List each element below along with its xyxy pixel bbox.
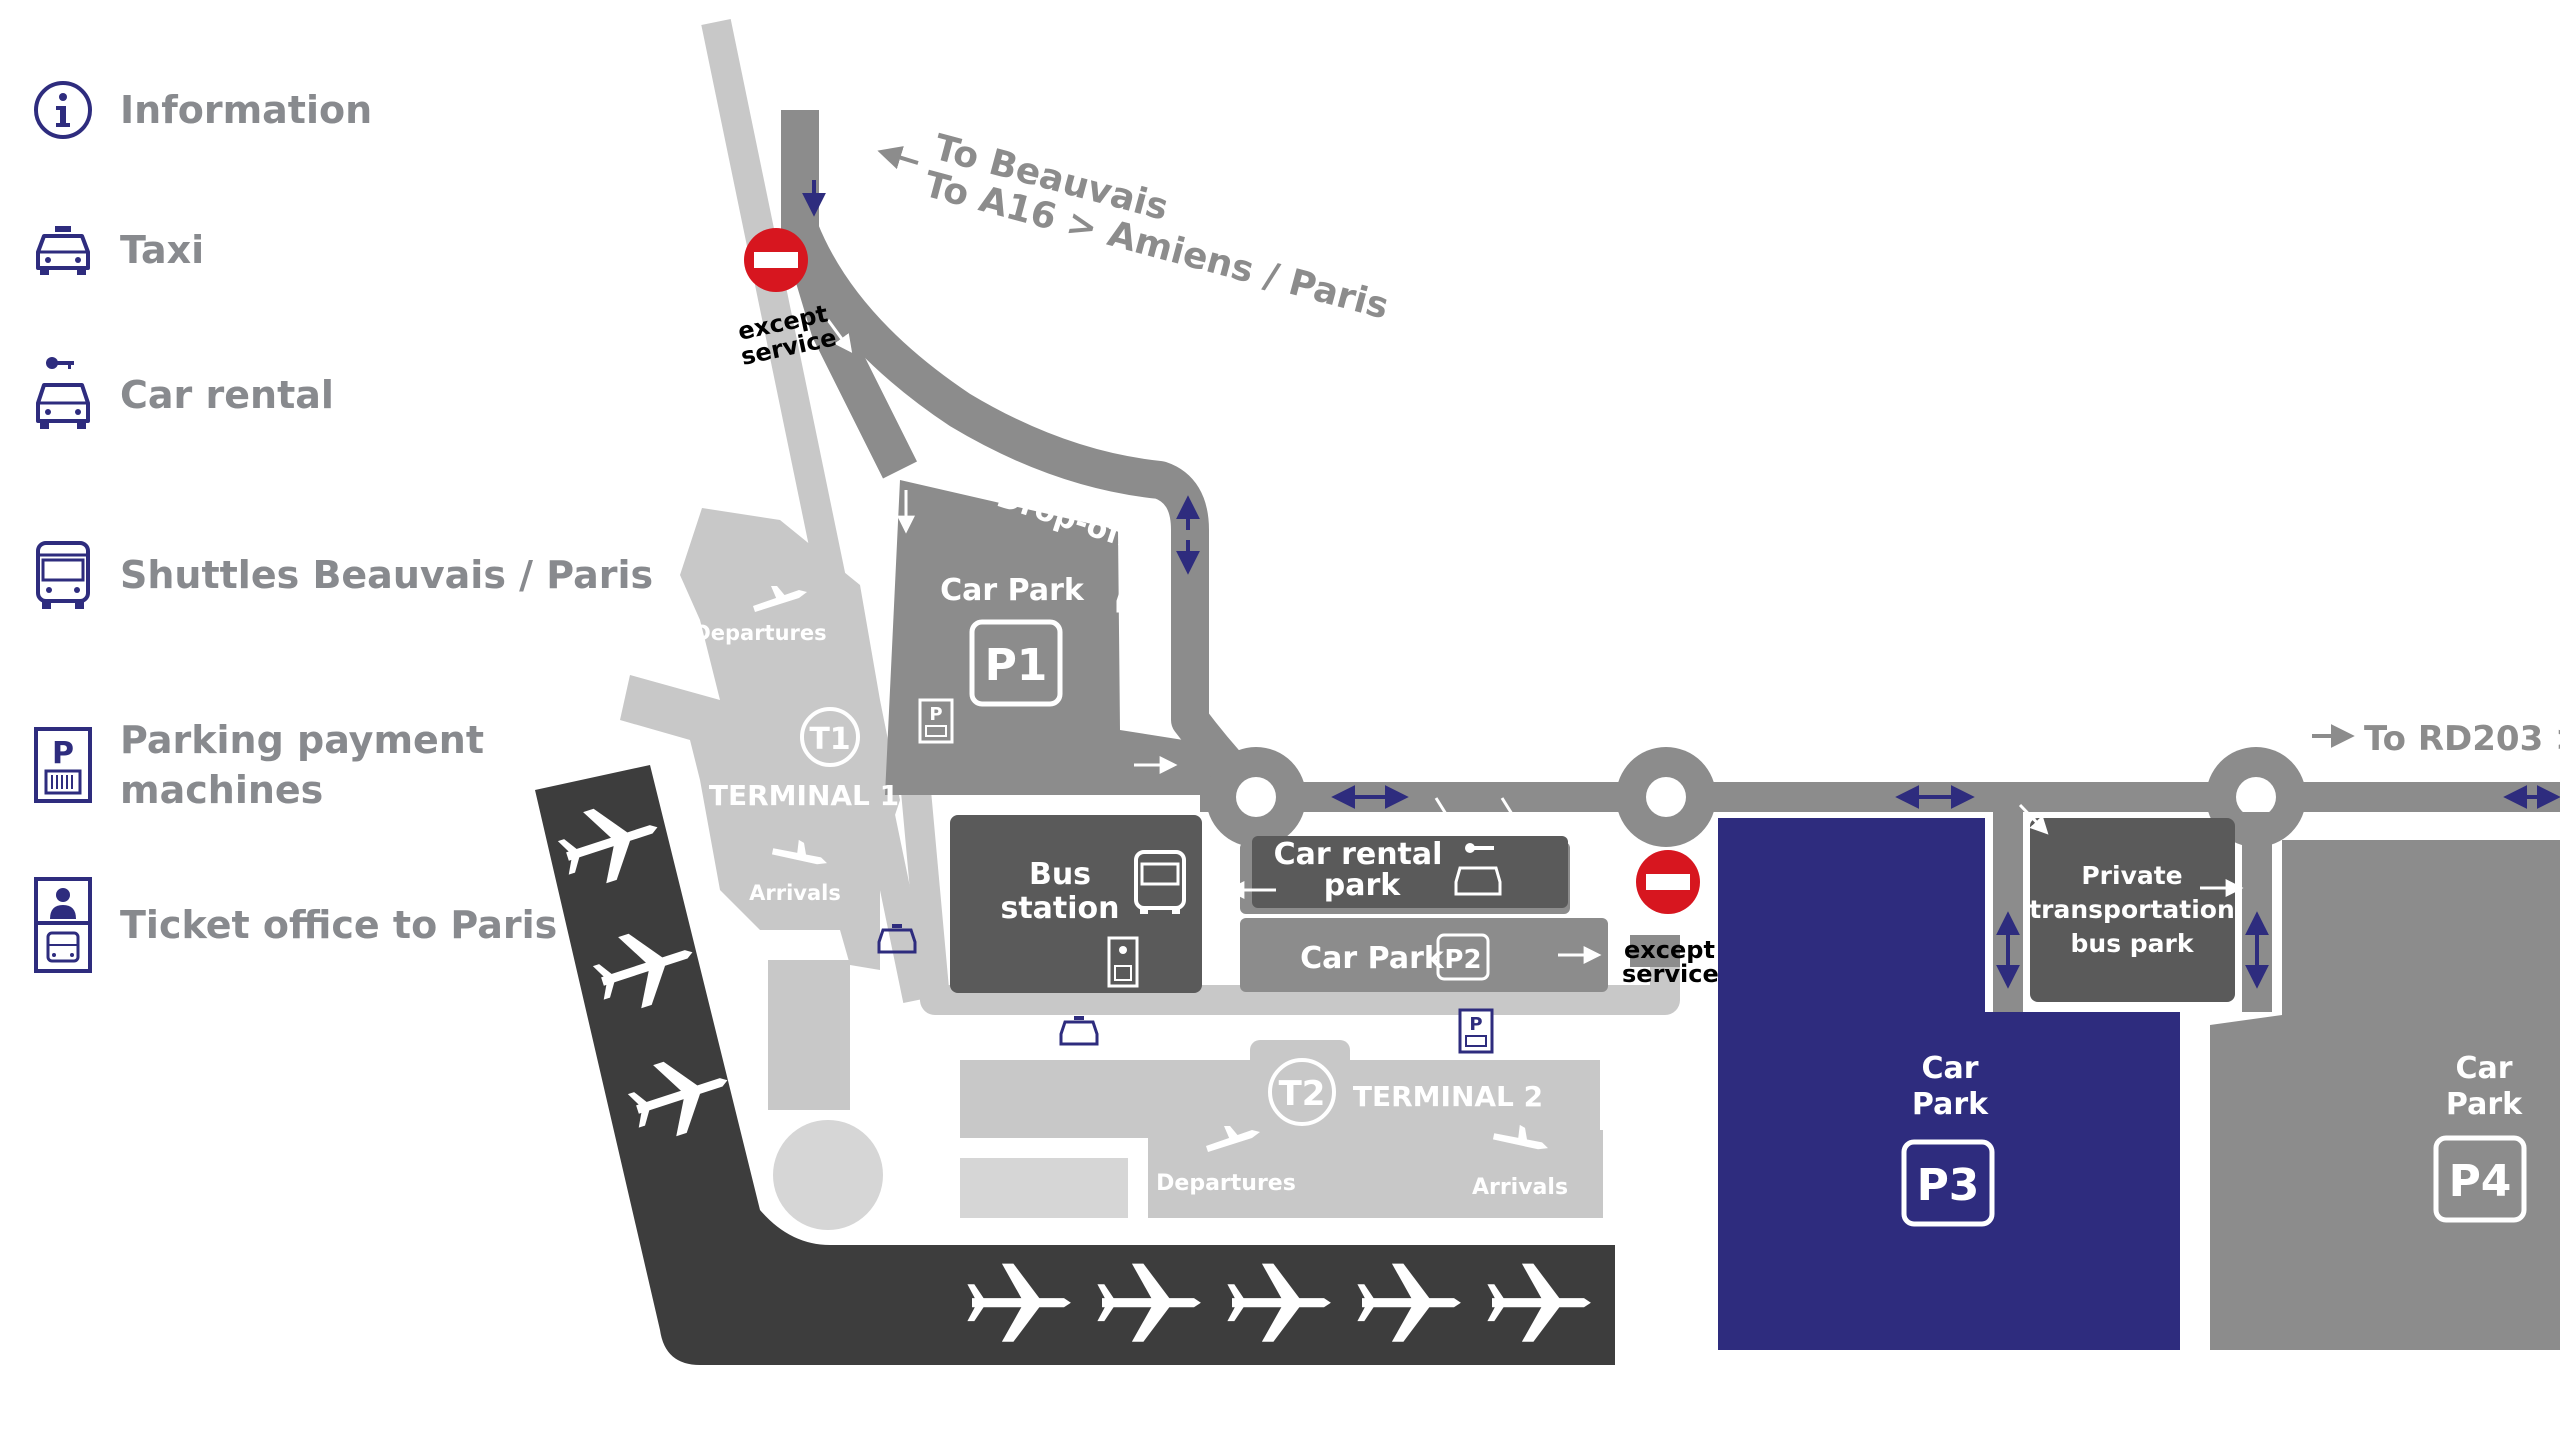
two-way-arrows (802, 180, 2560, 989)
taxi-icon (28, 215, 98, 285)
p4-badge: P4 (2433, 1135, 2527, 1223)
t1-badge: T1 (800, 707, 860, 767)
legend-label-car-rental: Car rental (120, 373, 334, 417)
destination-arrows (877, 146, 2355, 748)
p1-badge: P1 (969, 619, 1063, 707)
private-label: Private (2081, 861, 2182, 890)
car-rental-label: Car rental (1274, 837, 1443, 872)
terminal2-label: TERMINAL 2 (1353, 1080, 1543, 1113)
legend-information: Information (0, 75, 372, 145)
bus-icon (28, 540, 98, 610)
legend-label-information: Information (120, 88, 373, 132)
no-entry-sign-north (744, 228, 808, 292)
ticket-office-icon (28, 877, 98, 973)
station-label: station (1000, 891, 1119, 926)
map-bus-icon (1134, 850, 1186, 914)
p4-label: P4 (2449, 1156, 2512, 1207)
map-pictograms: P P (877, 569, 1502, 1054)
legend-parking-payment: P Parking payment machines (0, 715, 484, 815)
p1-car-park-label: Car Park (940, 573, 1085, 608)
legend-car-rental: Car rental (0, 357, 334, 430)
p3-park-label: Park (1912, 1087, 1989, 1122)
no-entry-sign-east (1636, 850, 1700, 914)
p1-label: P1 (985, 640, 1048, 691)
t2-label: T2 (1279, 1074, 1326, 1114)
p4-car-label: Car (2455, 1051, 2512, 1086)
legend-label-parking-line2: machines (120, 768, 324, 812)
bus-park-label: bus park (2071, 929, 2195, 958)
p2-label: P2 (1444, 945, 1481, 975)
svg-text:P: P (929, 704, 942, 725)
terminal1-area (620, 508, 900, 1230)
car-park-p3-area (1718, 818, 2180, 1350)
map-dropoff-rental-icon (1116, 569, 1160, 613)
main-road (1200, 782, 2560, 812)
t1-arrivals-label: Arrivals (749, 881, 841, 905)
to-rd203-label: To RD203 > (2364, 719, 2560, 759)
map-labels: To Beauvais To A16 > Amiens / Paris To R… (693, 127, 2560, 1200)
bus-label: Bus (1029, 857, 1091, 892)
bus-station-area (950, 815, 1202, 993)
dropoff-road (781, 110, 1269, 809)
terminal1-label: TERMINAL 1 (709, 779, 899, 812)
p4-park-label: Park (2446, 1087, 2523, 1122)
p3-car-label: Car (1921, 1051, 1978, 1086)
legend-shuttles: Shuttles Beauvais / Paris (0, 540, 653, 610)
t1-label: T1 (809, 722, 850, 757)
t1-departures-label: Departures (693, 621, 826, 645)
map-taxi-icon-t1 (877, 924, 917, 954)
except-label-east: except (1624, 936, 1715, 964)
car-park-p2-area (1240, 918, 1608, 992)
map-parking-payment-icon: P (1458, 1008, 1494, 1054)
t2-departures-label: Departures (1156, 1171, 1296, 1196)
legend-taxi: Taxi (0, 215, 204, 285)
t2-arrivals-label: Arrivals (1472, 1175, 1568, 1200)
p3-badge: P3 (1901, 1139, 1995, 1227)
legend-label-parking-payment: Parking payment machines (120, 715, 484, 815)
direction-arrows (826, 319, 2244, 964)
legend-label-ticket-office: Ticket office to Paris (120, 903, 558, 947)
t2-badge: T2 (1268, 1058, 1336, 1126)
legend-ticket-office: Ticket office to Paris (0, 877, 558, 973)
map-taxi-icon-t2 (1059, 1016, 1099, 1046)
map-ticket-office-icon (1107, 936, 1139, 988)
car-rental-park-label: park (1324, 868, 1402, 903)
map-p1-payment-icon: P (918, 698, 954, 744)
legend-label-parking-line1: Parking payment (120, 718, 485, 762)
p2-badge: P2 (1436, 933, 1490, 981)
info-icon (28, 75, 98, 145)
transportation-label: transportation (2029, 895, 2235, 924)
legend-label-taxi: Taxi (120, 228, 205, 272)
private-bus-park-area (2030, 818, 2235, 1002)
svg-text:P: P (1469, 1014, 1482, 1035)
car-rental-icon (28, 357, 98, 430)
p2-car-park-label: Car Park (1300, 941, 1445, 976)
service-label-east: service (1622, 960, 1719, 988)
p3-label: P3 (1917, 1160, 1980, 1211)
map-car-rental-icon (1454, 843, 1502, 896)
svg-text:P: P (52, 736, 74, 771)
parking-payment-icon: P (28, 727, 98, 803)
car-park-p1-area (885, 480, 1245, 795)
legend-label-shuttles: Shuttles Beauvais / Paris (120, 553, 654, 597)
